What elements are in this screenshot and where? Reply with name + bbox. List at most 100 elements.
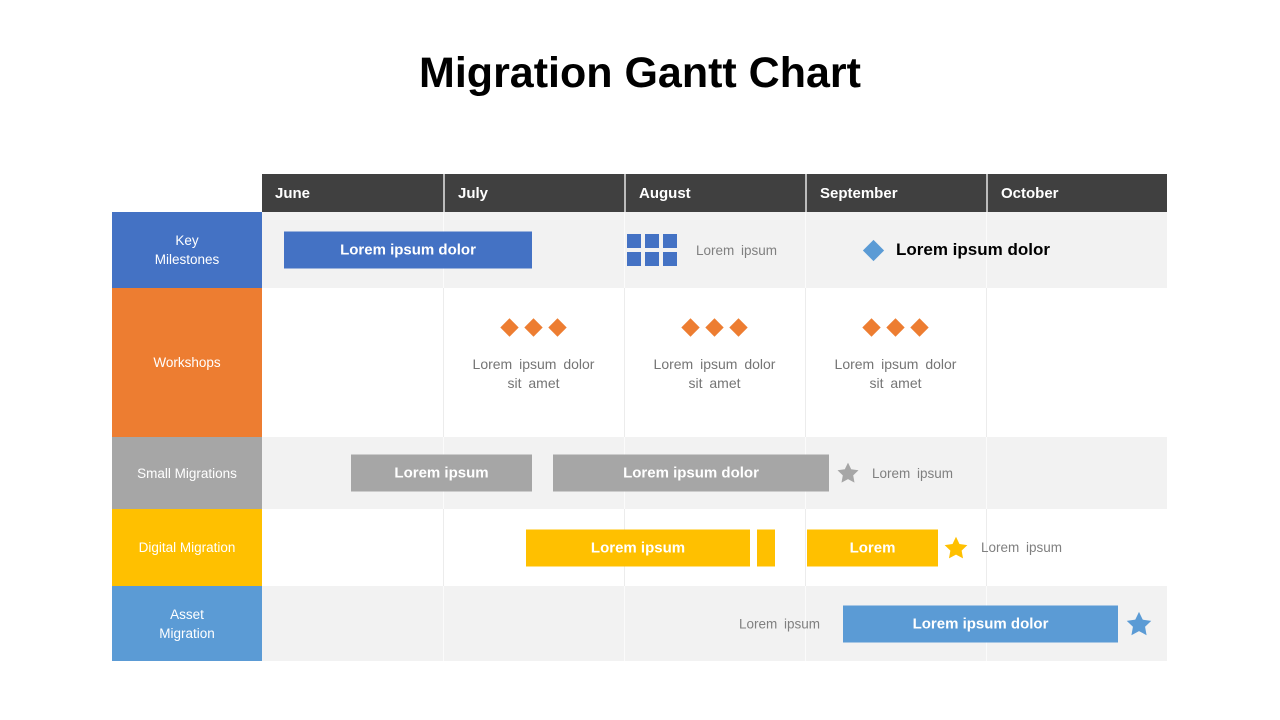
month-header-june: June [275,184,311,202]
column-gridline [624,288,625,437]
square-icon [645,252,659,266]
diamond-icon [729,317,748,337]
square-icon [663,234,677,248]
column-gridline [986,509,987,586]
diamond-row [681,317,748,337]
gantt-track: Lorem ipsum Lorem ipsum dolor Lorem ipsum [262,437,1167,509]
row-label-digital-migration[interactable]: Digital Migration [112,509,262,586]
month-header-july: July [443,174,624,212]
diamond-icon [886,317,905,337]
column-gridline [624,212,625,288]
workshop-caption: Lorem ipsum dolor [834,355,957,372]
diamond-row [500,317,567,337]
gantt-row: Small Migrations Lorem ipsum Lorem ipsum d… [112,437,1167,509]
square-icon [627,252,641,266]
diamond-icon [862,317,881,337]
column-gridline [805,509,806,586]
column-gridline [624,586,625,661]
column-gridline [443,586,444,661]
gantt-bar[interactable]: Lorem ipsum dolor [284,231,532,269]
gantt-bar-label: Lorem ipsum dolor [623,464,759,482]
diamond-icon [548,317,567,337]
workshop-caption: sit amet [507,374,560,391]
diamond-row [862,317,929,337]
row-label-workshops[interactable]: Workshops [112,288,262,437]
square-icon [627,234,641,248]
workshop-marker[interactable]: Lorem ipsum dolor sit amet [443,317,625,393]
squares-icon [627,234,677,266]
column-gridline [986,212,987,288]
star-icon [944,536,968,558]
workshop-caption: sit amet [869,374,922,391]
column-gridline [443,288,444,437]
workshop-marker[interactable]: Lorem ipsum dolor sit amet [805,317,987,393]
row-label-text: Small Migrations [137,465,237,481]
column-gridline [805,212,806,288]
column-gridline [443,509,444,586]
star-icon [1126,611,1152,635]
star-marker[interactable]: Lorem ipsum [943,535,1062,561]
column-gridline [986,437,987,509]
annotation-text: Lorem ipsum [738,616,820,631]
workshop-caption: Lorem ipsum dolor [653,355,776,372]
gantt-track: Lorem ipsum dolor Lorem ipsum Lorem ipsum … [262,212,1167,288]
gantt-bar[interactable]: Lorem ipsum dolor [843,605,1118,642]
gantt-bar-label: Lorem ipsum dolor [340,241,476,259]
milestone-marker[interactable]: Lorem ipsum dolor [862,239,1050,261]
row-label-text: Digital Migration [138,540,236,555]
diamond-icon [862,239,885,261]
row-label-text: Workshops [153,355,221,370]
star-marker[interactable] [1125,610,1153,638]
diamond-icon [524,317,543,337]
square-icon [645,234,659,248]
row-label-text: Milestones [154,252,220,267]
gantt-bar[interactable]: Lorem ipsum dolor [553,454,829,492]
gantt-bar-segment[interactable] [757,529,775,566]
row-label-text: Key [175,233,199,248]
workshop-caption: sit amet [688,374,741,391]
workshop-marker[interactable]: Lorem ipsum dolor sit amet [624,317,806,393]
diamond-icon [910,317,929,337]
gantt-bar[interactable]: Lorem ipsum [351,454,532,492]
column-gridline [805,586,806,661]
row-label-text: Migration [159,625,215,641]
column-gridline [986,288,987,437]
gantt-track: Lorem ipsum Lorem Lorem ipsum [262,509,1167,586]
star-marker[interactable]: Lorem ipsum [836,461,953,485]
month-header-october: October [986,174,1167,212]
workshop-caption: Lorem ipsum dolor [472,355,595,372]
milestone-label: Lorem ipsum dolor [896,240,1050,259]
diamond-icon [705,317,724,337]
column-gridline [805,288,806,437]
gantt-bar[interactable]: Lorem [807,529,938,566]
star-icon [837,462,859,483]
squares-marker[interactable]: Lorem ipsum [627,234,777,266]
month-header-august: August [624,174,805,212]
gantt-bar[interactable]: Lorem ipsum [526,529,750,566]
gantt-bar-label: Lorem ipsum [590,539,686,556]
row-label-small-migrations[interactable]: Small Migrations [112,437,262,509]
marker-label: Lorem ipsum [696,242,778,258]
gantt-bar-label: Lorem ipsum [394,464,489,482]
gantt-bar-label: Lorem ipsum dolor [912,615,1049,632]
marker-label: Lorem ipsum [981,540,1063,555]
page-title: Migration Gantt Chart [419,49,861,97]
marker-label: Lorem ipsum [872,465,954,481]
row-label-text: Asset [170,606,204,622]
month-header-september: September [805,174,986,212]
diamond-icon [500,317,519,337]
gantt-bar-label: Lorem [849,539,896,556]
diamond-icon [681,317,700,337]
gantt-track: Lorem ipsum Lorem ipsum dolor [262,586,1167,661]
